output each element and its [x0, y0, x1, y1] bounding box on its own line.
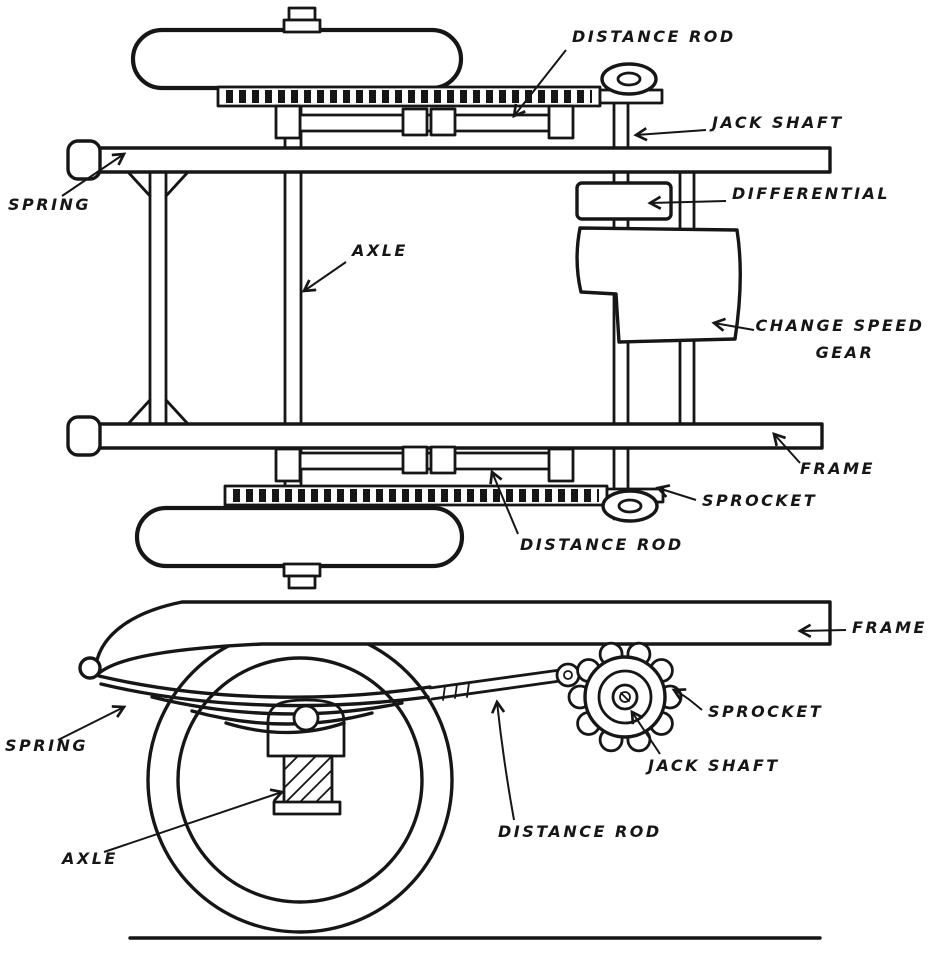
differential-box: [575, 181, 673, 221]
label-spring-side: SPRING: [5, 736, 88, 755]
frame-rail-lower: [66, 415, 824, 457]
label-sprocket-side: SPROCKET: [708, 702, 823, 721]
leader-jack-shaft-top: [636, 130, 707, 135]
label-distance-rod-side: DISTANCE ROD: [498, 822, 662, 841]
axle-hub: [272, 754, 342, 816]
leader-differential: [650, 201, 727, 203]
axle-end-cap-bottom: [282, 562, 322, 590]
distance-rod-upper: [274, 104, 575, 140]
left-cross-member: [126, 170, 190, 426]
label-axle-top: AXLE: [350, 241, 408, 260]
tire-lower: [134, 505, 465, 569]
leader-sprocket-top: [658, 488, 697, 501]
label-sprocket-top: SPROCKET: [702, 491, 817, 510]
leader-jack-shaft-side: [632, 712, 661, 755]
change-speed-gear-box: [575, 226, 742, 344]
spring-center-bolt: [292, 704, 320, 732]
leader-distance-rod-bottom: [492, 472, 519, 535]
side-labels: FRAME SPROCKET JACK SHAFT DISTANCE ROD S…: [5, 618, 927, 868]
label-jack-shaft-side: JACK SHAFT: [645, 756, 780, 775]
label-distance-rod-bottom: DISTANCE ROD: [520, 535, 684, 554]
label-frame-side: FRAME: [852, 618, 927, 637]
label-change-speed-line2: GEAR: [816, 343, 875, 362]
leader-spring-top: [61, 154, 124, 197]
label-axle-side: AXLE: [60, 849, 118, 868]
chain-strip-upper: [216, 85, 664, 108]
frame-beam: [95, 600, 832, 676]
leader-change-speed: [714, 323, 755, 330]
leader-distance-rod-top: [514, 49, 567, 116]
label-change-speed-line1: CHANGE SPEED: [756, 316, 925, 335]
jack-shaft-sprocket-bottom: [601, 489, 659, 523]
leader-distance-rod-side: [497, 702, 515, 821]
label-jack-shaft-top: JACK SHAFT: [709, 113, 844, 132]
label-frame-top: FRAME: [800, 459, 875, 478]
leader-frame-top: [774, 434, 801, 464]
rod-end-joint: [555, 662, 581, 688]
side-view: FRAME SPROCKET JACK SHAFT DISTANCE ROD S…: [5, 600, 927, 940]
distance-rod-lower: [274, 445, 575, 483]
distance-rod-side: [428, 668, 562, 701]
axle-end-cap-top: [282, 6, 322, 34]
frame-rail-upper: [66, 139, 832, 181]
leader-spring-side: [57, 707, 124, 741]
tire-upper: [130, 27, 464, 91]
chain-strip-lower: [223, 484, 665, 507]
leader-sprocket-side: [674, 690, 703, 711]
label-spring-top: SPRING: [8, 195, 91, 214]
leader-frame-side: [800, 630, 847, 631]
spring-eye: [78, 656, 102, 680]
label-distance-rod-top: DISTANCE ROD: [572, 27, 736, 46]
plan-view: DISTANCE ROD JACK SHAFT SPRING DIFFERENT…: [8, 6, 925, 590]
plan-labels: DISTANCE ROD JACK SHAFT SPRING DIFFERENT…: [8, 27, 925, 554]
sprocket-gear: [567, 641, 683, 753]
leader-axle-side: [103, 792, 282, 853]
leader-axle-top: [304, 261, 347, 291]
label-differential: DIFFERENTIAL: [732, 184, 890, 203]
jack-shaft-sprocket-top: [600, 62, 658, 96]
leaf-spring: [97, 674, 432, 735]
